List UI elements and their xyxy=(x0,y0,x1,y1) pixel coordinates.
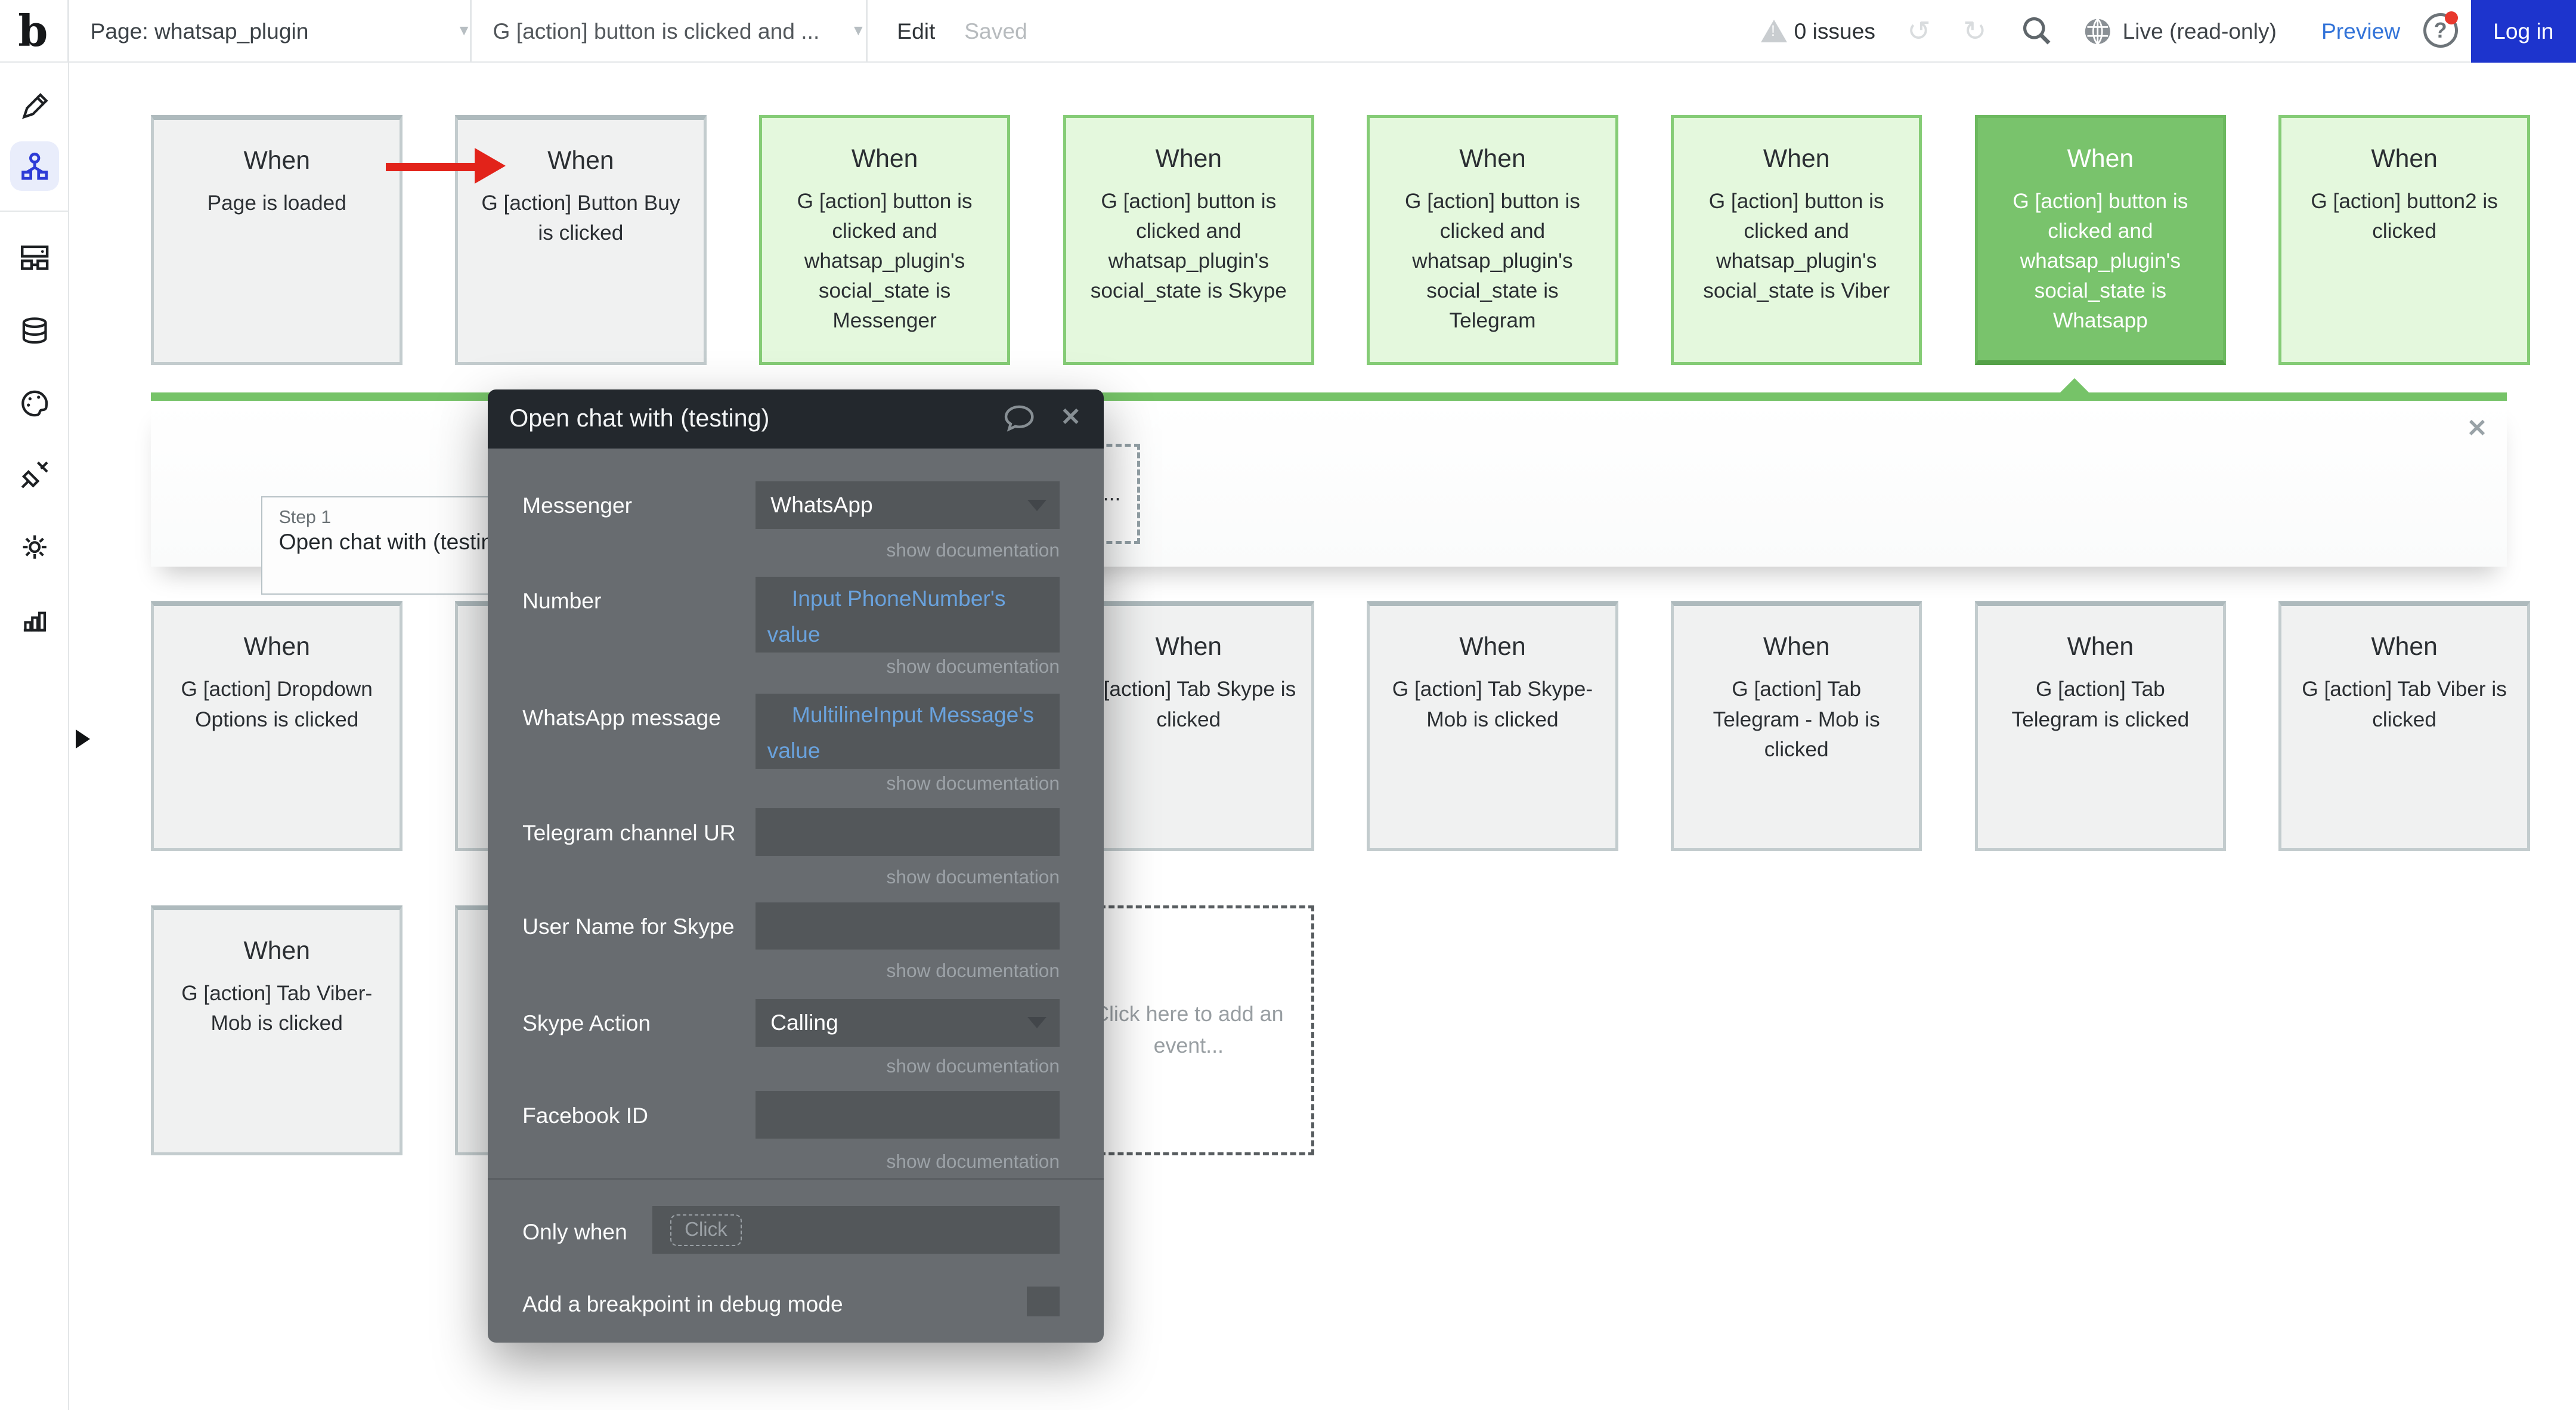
chevron-down-icon: ▼ xyxy=(456,23,472,39)
whatsapp-message-label: WhatsApp message xyxy=(522,704,721,730)
redo-icon[interactable]: ↻ xyxy=(1963,15,1987,47)
divider xyxy=(469,0,472,63)
breakpoint-checkbox[interactable] xyxy=(1026,1287,1060,1316)
show-documentation-link[interactable]: show documentation xyxy=(886,655,1060,678)
only-when-input[interactable]: Click xyxy=(652,1206,1060,1254)
show-documentation-link[interactable]: show documentation xyxy=(886,539,1060,561)
number-label: Number xyxy=(522,588,602,614)
add-event-box[interactable]: Click here to add an event... xyxy=(1063,905,1315,1155)
only-when-label: Only when xyxy=(522,1219,627,1245)
chevron-down-icon xyxy=(1027,1017,1046,1029)
undo-icon[interactable]: ↺ xyxy=(1907,15,1931,47)
chevron-down-icon: ▼ xyxy=(851,23,866,39)
divider xyxy=(67,0,69,63)
modal-header[interactable]: Open chat with (testing) ✕ xyxy=(488,389,1104,449)
issues-warning-icon xyxy=(1761,20,1788,43)
show-documentation-link[interactable]: show documentation xyxy=(886,1150,1060,1172)
show-documentation-link[interactable]: show documentation xyxy=(886,959,1060,981)
red-arrow-head xyxy=(475,147,506,184)
divider xyxy=(0,210,69,212)
skype-username-input[interactable] xyxy=(756,902,1060,950)
modal-close-icon[interactable]: ✕ xyxy=(1060,403,1081,431)
modal-body: Messenger WhatsApp show documentation Nu… xyxy=(488,449,1104,1343)
login-button[interactable]: Log in xyxy=(2470,0,2576,63)
facebook-id-label: Facebook ID xyxy=(522,1102,648,1128)
number-input[interactable]: Input PhoneNumber's value xyxy=(756,577,1060,653)
skype-action-dropdown[interactable]: Calling xyxy=(756,999,1060,1047)
design-pencil-icon[interactable] xyxy=(10,82,60,132)
workflow-tree-icon[interactable] xyxy=(10,141,60,191)
page-dropdown[interactable]: Page: whatsap_plugin▼ xyxy=(91,0,472,63)
breakpoint-label: Add a breakpoint in debug mode xyxy=(522,1291,843,1317)
workflow-dropdown[interactable]: G [action] button is clicked and ...▼ xyxy=(493,0,866,63)
preview-link[interactable]: Preview xyxy=(2321,18,2401,44)
action-properties-modal: Open chat with (testing) ✕ Messenger Wha… xyxy=(488,389,1104,1343)
edit-menu[interactable]: Edit xyxy=(897,18,936,44)
telegram-url-label: Telegram channel UR xyxy=(522,820,736,845)
search-icon[interactable] xyxy=(2021,15,2054,48)
messenger-dropdown[interactable]: WhatsApp xyxy=(756,481,1060,530)
selected-event-pointer xyxy=(2058,378,2091,394)
show-documentation-link[interactable]: show documentation xyxy=(886,1055,1060,1077)
chevron-down-icon xyxy=(1027,499,1046,511)
skype-username-label: User Name for Skype xyxy=(522,913,735,939)
modal-title: Open chat with (testing) xyxy=(509,404,770,432)
logs-chart-icon[interactable] xyxy=(10,595,60,644)
issues-count[interactable]: 0 issues xyxy=(1794,18,1875,44)
comment-bubble-icon[interactable] xyxy=(1004,404,1035,432)
help-icon[interactable]: ? xyxy=(2423,11,2459,48)
messenger-label: Messenger xyxy=(522,493,633,518)
red-arrow-annotation xyxy=(386,162,478,171)
styles-palette-icon[interactable] xyxy=(10,378,60,428)
components-icon[interactable] xyxy=(10,233,60,283)
bubble-logo[interactable]: b xyxy=(18,5,48,56)
facebook-id-input[interactable] xyxy=(756,1091,1060,1139)
plugins-plug-icon[interactable] xyxy=(10,450,60,500)
telegram-url-input[interactable] xyxy=(756,808,1060,856)
left-sidebar xyxy=(0,62,69,1410)
divider xyxy=(865,0,868,63)
divider xyxy=(488,1178,1104,1180)
globe-icon xyxy=(2083,17,2116,50)
notification-dot xyxy=(2445,11,2459,24)
top-bar: b Page: whatsap_plugin▼ G [action] butto… xyxy=(0,0,2576,63)
show-documentation-link[interactable]: show documentation xyxy=(886,772,1060,794)
live-readonly-label[interactable]: Live (read-only) xyxy=(2122,18,2277,44)
settings-gear-icon[interactable] xyxy=(10,522,60,572)
expand-panel-handle[interactable] xyxy=(75,729,90,749)
show-documentation-link[interactable]: show documentation xyxy=(886,865,1060,888)
close-strip-icon[interactable]: ✕ xyxy=(2466,415,2488,443)
whatsapp-message-input[interactable]: MultilineInput Message's value xyxy=(756,693,1060,769)
skype-action-label: Skype Action xyxy=(522,1010,651,1036)
database-icon[interactable] xyxy=(10,305,60,355)
saved-status: Saved xyxy=(964,18,1027,44)
click-placeholder[interactable]: Click xyxy=(670,1214,742,1246)
